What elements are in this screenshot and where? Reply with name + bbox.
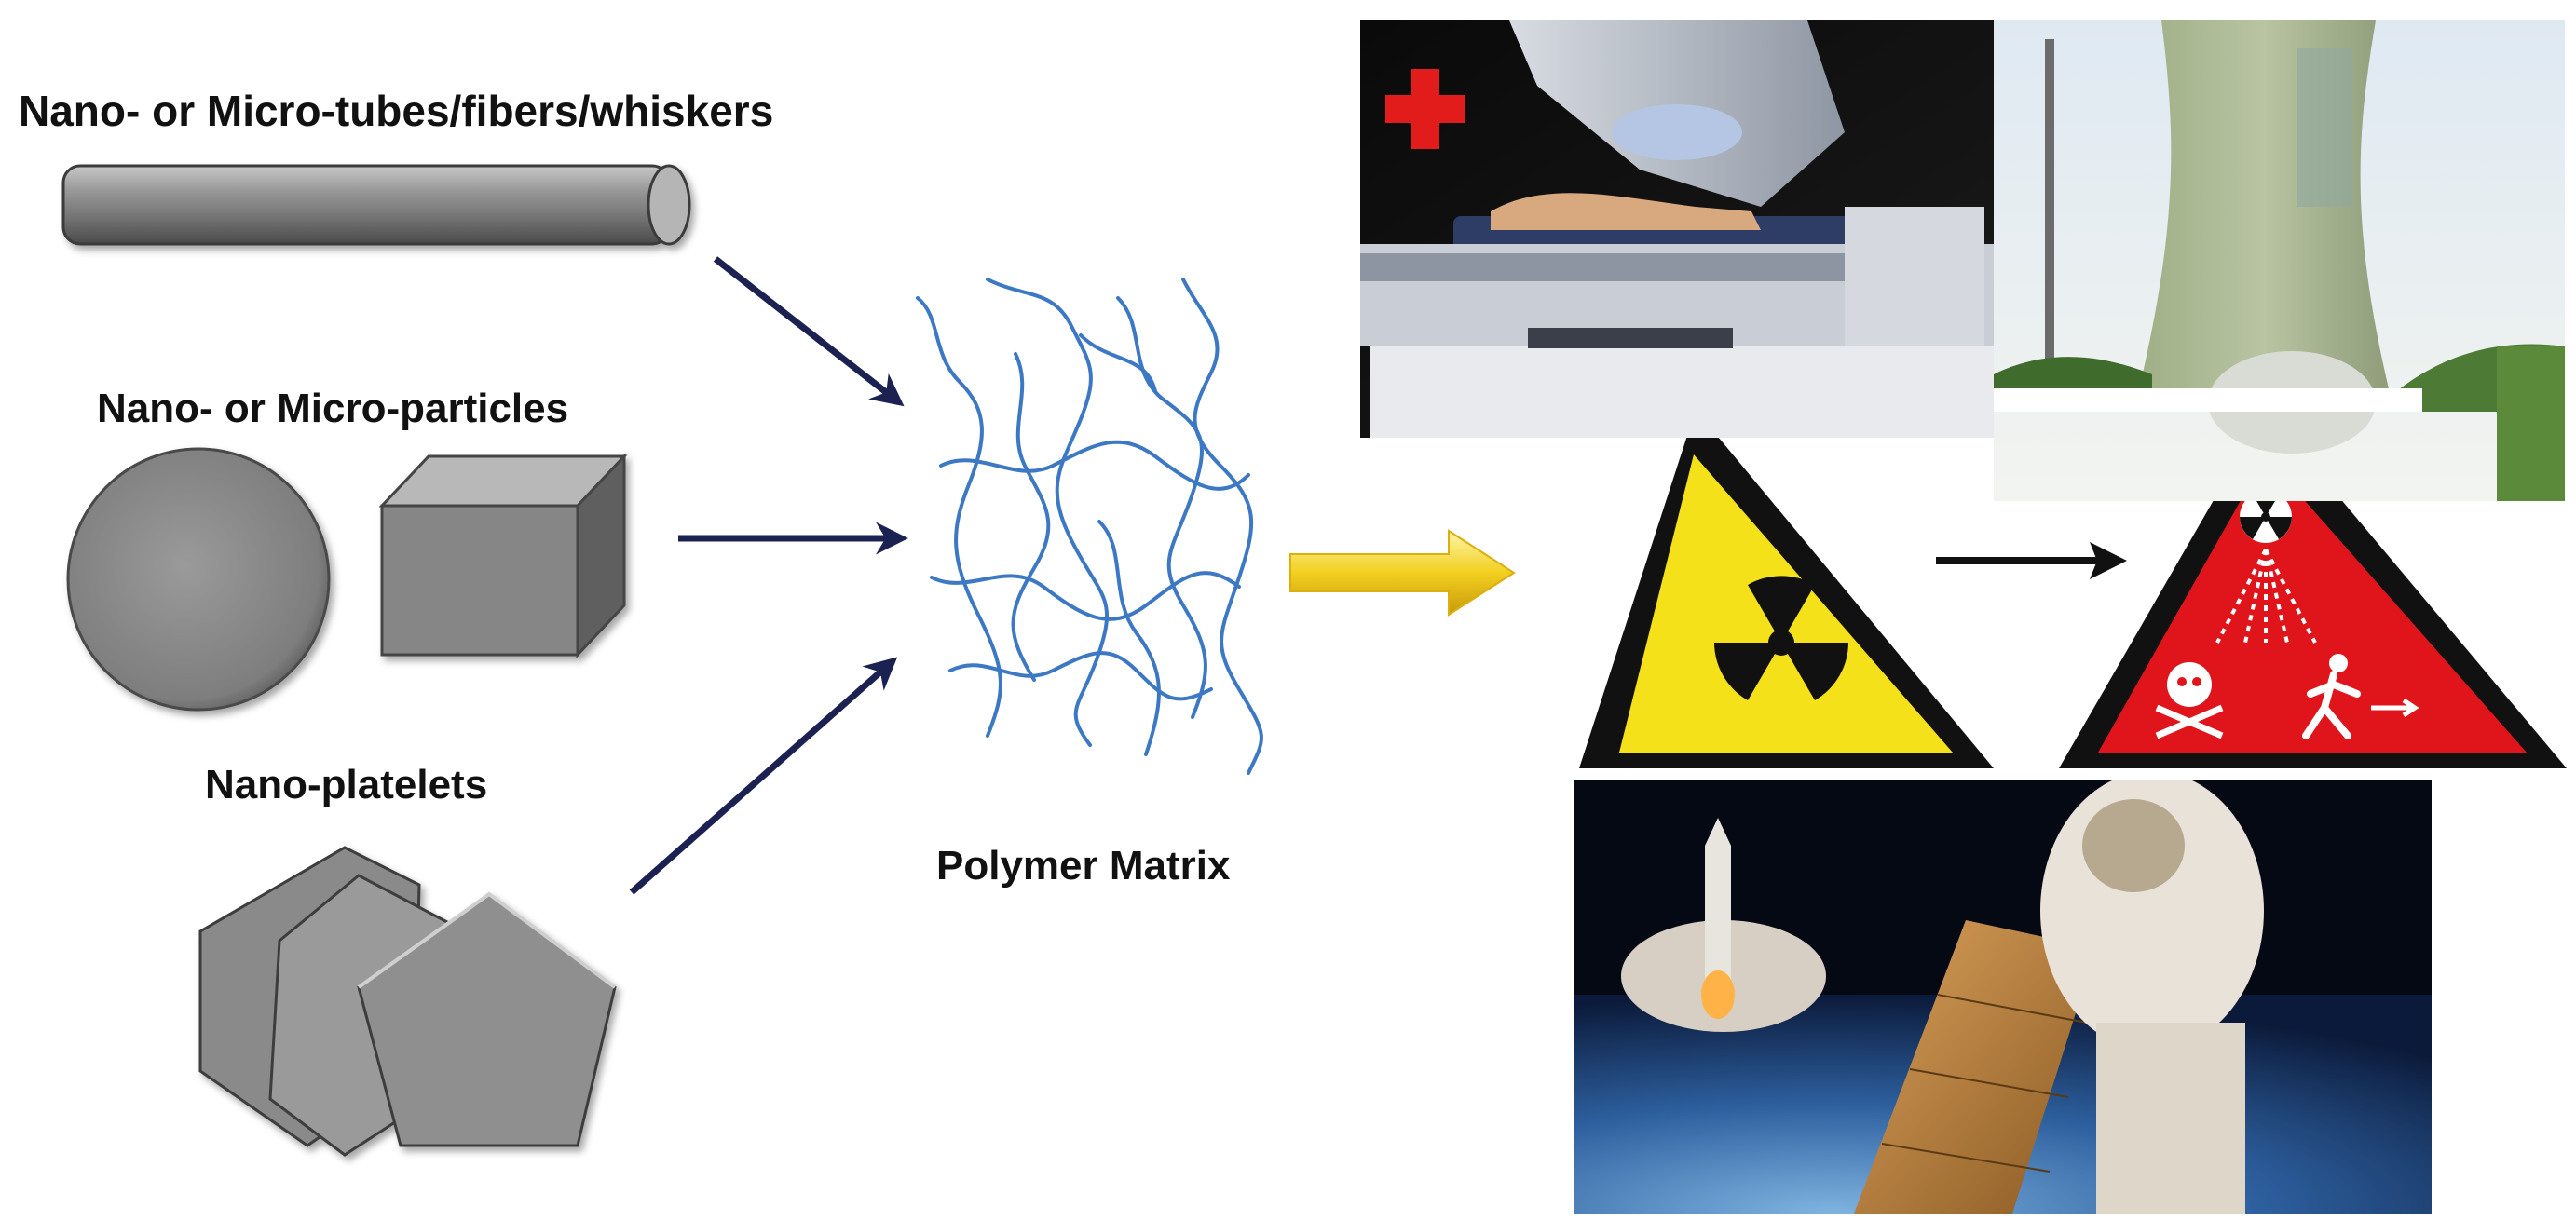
red-cross-icon	[1385, 69, 1465, 149]
tubes-fibers-whiskers-label: Nano- or Micro-tubes/fibers/whiskers	[19, 87, 774, 135]
tube-fiber-shape	[61, 164, 691, 246]
platelets-label: Nano-platelets	[205, 762, 488, 807]
platelets-shape	[198, 846, 617, 1157]
yellow-transition-arrow	[1289, 529, 1516, 617]
ionizing-radiation-danger-icon	[2059, 410, 2567, 768]
sphere-particle-shape	[66, 447, 331, 712]
platelets-to-matrix-arrow	[629, 657, 898, 895]
cube-particle-shape	[378, 453, 628, 658]
space-shuttle-astronaut-image	[1574, 780, 2432, 1214]
radiation-warning-icon	[1579, 410, 1994, 768]
polymer-matrix-label: Polymer Matrix	[936, 843, 1231, 889]
nuclear-power-plant-image	[1994, 20, 2565, 501]
tube-to-matrix-arrow	[713, 256, 905, 407]
particles-label: Nano- or Micro-particles	[97, 386, 569, 431]
medical-radiotherapy-image	[1360, 20, 2012, 438]
filler-to-matrix-arrows	[629, 256, 908, 895]
polymer-matrix-chains	[916, 278, 1263, 775]
